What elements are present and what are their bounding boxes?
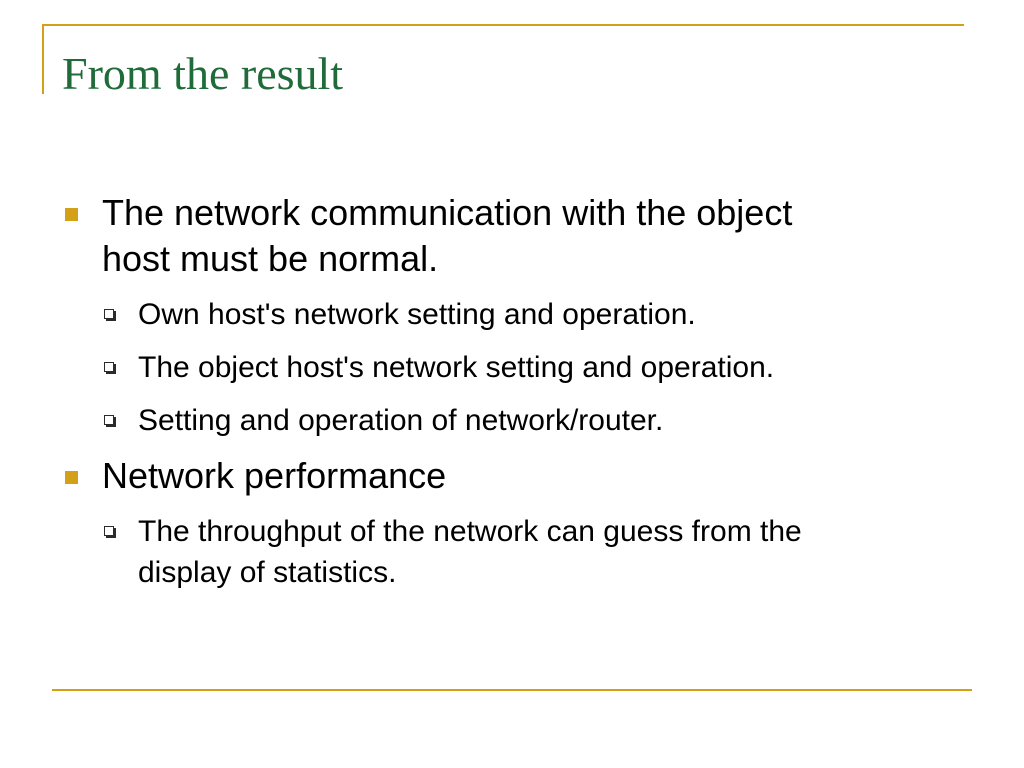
sub-bullet-text-line: display of statistics. [138,556,397,589]
hollow-square-bullet-icon [104,526,114,536]
sub-bullet-item: Setting and operation of network/router. [60,400,980,441]
left-rule [42,24,44,94]
sub-bullet-text: Setting and operation of network/router. [138,404,664,437]
sub-bullet-item: The object host's network setting and op… [60,347,980,388]
bullet-text-line: The network communication with the objec… [102,192,793,233]
sub-bullet-text: The object host's network setting and op… [138,351,775,384]
hollow-square-bullet-icon [104,309,114,319]
top-rule [42,24,964,26]
hollow-square-bullet-icon [104,415,114,425]
bullet-item: The network communication with the objec… [60,190,980,282]
sub-bullet-text-line: The throughput of the network can guess … [138,515,802,548]
bottom-rule [52,689,972,691]
sub-bullet-item: The throughput of the network can guess … [60,511,980,593]
hollow-square-bullet-icon [104,362,114,372]
sub-bullet-text: Own host's network setting and operation… [138,298,696,331]
bullet-text-line: host must be normal. [102,238,439,279]
bullet-text-line: Network performance [102,455,447,496]
bullet-list: The network communication with the objec… [60,190,980,593]
square-bullet-icon [65,471,78,484]
sub-bullet-item: Own host's network setting and operation… [60,294,980,335]
square-bullet-icon [65,208,78,221]
bullet-item: Network performance [60,453,980,499]
slide-title: From the result [62,48,344,99]
